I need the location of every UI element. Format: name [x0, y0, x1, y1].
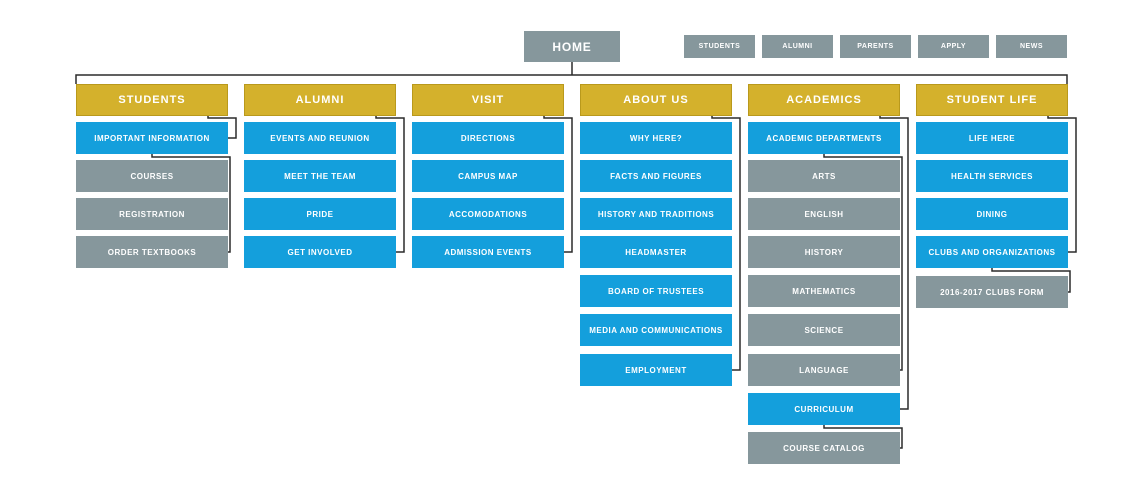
nav-item-important-information[interactable]: IMPORTANT INFORMATION: [76, 122, 228, 154]
section-header-alumni[interactable]: ALUMNI: [244, 84, 396, 116]
nav-item-admission-events[interactable]: ADMISSION EVENTS: [412, 236, 564, 268]
nav-item-board-of-trustees[interactable]: BOARD OF TRUSTEES: [580, 275, 732, 307]
utility-nav-students[interactable]: STUDENTS: [684, 35, 755, 58]
nav-item-mathematics[interactable]: MATHEMATICS: [748, 275, 900, 307]
nav-item-language[interactable]: LANGUAGE: [748, 354, 900, 386]
section-header-about-us[interactable]: ABOUT US: [580, 84, 732, 116]
nav-item-academic-departments[interactable]: ACADEMIC DEPARTMENTS: [748, 122, 900, 154]
nav-item-science[interactable]: SCIENCE: [748, 314, 900, 346]
nav-item-media-and-communications[interactable]: MEDIA AND COMMUNICATIONS: [580, 314, 732, 346]
main-bus-connector: [75, 74, 1068, 84]
utility-nav-news[interactable]: NEWS: [996, 35, 1067, 58]
utility-nav-apply[interactable]: APPLY: [918, 35, 989, 58]
nav-item-clubs-and-organizations[interactable]: CLUBS AND ORGANIZATIONS: [916, 236, 1068, 268]
nav-item-meet-the-team[interactable]: MEET THE TEAM: [244, 160, 396, 192]
nav-item-dining[interactable]: DINING: [916, 198, 1068, 230]
nav-item-order-textbooks[interactable]: ORDER TEXTBOOKS: [76, 236, 228, 268]
nav-item-accomodations[interactable]: ACCOMODATIONS: [412, 198, 564, 230]
section-header-student-life[interactable]: STUDENT LIFE: [916, 84, 1068, 116]
nav-item-why-here[interactable]: WHY HERE?: [580, 122, 732, 154]
section-header-visit[interactable]: VISIT: [412, 84, 564, 116]
nav-item-facts-and-figures[interactable]: FACTS AND FIGURES: [580, 160, 732, 192]
nav-item-history-and-traditions[interactable]: HISTORY AND TRADITIONS: [580, 198, 732, 230]
utility-nav-alumni[interactable]: ALUMNI: [762, 35, 833, 58]
nav-item-2016-2017-clubs-form[interactable]: 2016-2017 CLUBS FORM: [916, 276, 1068, 308]
nav-item-english[interactable]: ENGLISH: [748, 198, 900, 230]
nav-item-campus-map[interactable]: CAMPUS MAP: [412, 160, 564, 192]
nav-item-courses[interactable]: COURSES: [76, 160, 228, 192]
nav-item-curriculum[interactable]: CURRICULUM: [748, 393, 900, 425]
nav-item-registration[interactable]: REGISTRATION: [76, 198, 228, 230]
nav-item-pride[interactable]: PRIDE: [244, 198, 396, 230]
nav-item-events-and-reunion[interactable]: EVENTS AND REUNION: [244, 122, 396, 154]
nav-item-employment[interactable]: EMPLOYMENT: [580, 354, 732, 386]
section-header-students[interactable]: STUDENTS: [76, 84, 228, 116]
nav-item-get-involved[interactable]: GET INVOLVED: [244, 236, 396, 268]
nav-item-life-here[interactable]: LIFE HERE: [916, 122, 1068, 154]
nav-item-history[interactable]: HISTORY: [748, 236, 900, 268]
utility-nav-parents[interactable]: PARENTS: [840, 35, 911, 58]
section-header-academics[interactable]: ACADEMICS: [748, 84, 900, 116]
nav-item-directions[interactable]: DIRECTIONS: [412, 122, 564, 154]
home-button[interactable]: HOME: [524, 31, 620, 62]
nav-item-course-catalog[interactable]: COURSE CATALOG: [748, 432, 900, 464]
nav-item-arts[interactable]: ARTS: [748, 160, 900, 192]
nav-item-headmaster[interactable]: HEADMASTER: [580, 236, 732, 268]
nav-item-health-services[interactable]: HEALTH SERVICES: [916, 160, 1068, 192]
